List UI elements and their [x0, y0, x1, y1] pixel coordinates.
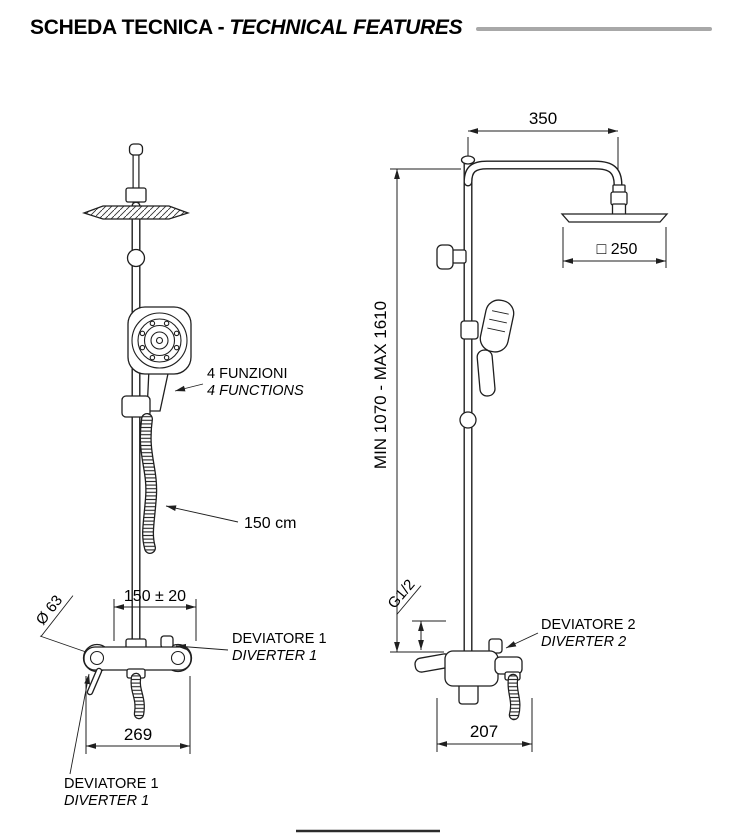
label-diameter-63: Ø 63	[33, 592, 74, 637]
page-title: SCHEDA TECNICA -TECHNICAL FEATURES	[30, 16, 463, 40]
label-thread-g12: G1/2	[385, 576, 422, 616]
mixer-front	[82, 635, 193, 720]
diverter1-right-it: DEVIATORE 1	[232, 631, 327, 647]
label-hose-length: 150 cm	[165, 505, 296, 532]
dim-207: 207	[436, 698, 533, 752]
side-diverter-knob-upper	[436, 244, 467, 270]
functions-label-it: 4 FUNZIONI	[207, 366, 288, 382]
dim-207-label: 207	[470, 722, 498, 741]
dim-150-20-label: 150 ± 20	[124, 588, 186, 605]
diverter2-en: DIVERTER 2	[541, 634, 626, 650]
dim-height-minmax: MIN 1070 - MAX 1610	[371, 168, 461, 653]
label-diverter1-right: DEVIATORE 1 DIVERTER 1	[175, 631, 327, 664]
label-4-functions: 4 FUNZIONI 4 FUNCTIONS	[174, 366, 304, 399]
pole-joint-side	[459, 411, 477, 429]
hose-length-label: 150 cm	[244, 515, 296, 532]
dim-150-20: 150 ± 20	[113, 588, 197, 641]
dim-350: 350	[467, 109, 619, 193]
dim-250-label: □ 250	[597, 241, 638, 258]
overhead-shower-side	[560, 184, 669, 223]
pole-joint-front	[126, 248, 146, 268]
diverter2-it: DEVIATORE 2	[541, 617, 636, 633]
dim-250: □ 250	[562, 227, 667, 268]
header-rule	[476, 27, 712, 31]
pole-top-cap	[460, 155, 476, 165]
diverter1-right-en: DIVERTER 1	[232, 648, 317, 664]
front-view-drawing: 150 ± 20 269 4 FUNZIONI 4 FUNCTIONS 150 …	[33, 143, 327, 809]
dim-inlet-offset	[412, 620, 446, 650]
title-main: SCHEDA TECNICA -	[30, 16, 225, 39]
hand-shower-side	[460, 299, 515, 397]
mixer-lever-front	[86, 667, 103, 696]
dim-269: 269	[85, 676, 191, 754]
shower-arm-side	[463, 160, 623, 212]
diverter1-bottom-it: DEVIATORE 1	[64, 776, 159, 792]
slider-bracket-front	[121, 395, 151, 418]
head-connector-nut-front	[125, 187, 147, 203]
diameter-63-leader	[39, 635, 87, 653]
dim-350-label: 350	[529, 109, 557, 128]
shower-hose-front	[139, 413, 158, 554]
height-minmax-label: MIN 1070 - MAX 1610	[371, 301, 390, 469]
title-accent: TECHNICAL FEATURES	[229, 16, 463, 39]
hand-shower-front	[127, 306, 192, 412]
side-view-drawing: MIN 1070 - MAX 1610 350	[371, 109, 669, 752]
dim-269-label: 269	[124, 725, 152, 744]
label-diverter1-bottom: DEVIATORE 1 DIVERTER 1	[64, 673, 159, 809]
mixer-side	[414, 638, 523, 721]
header: SCHEDA TECNICA -TECHNICAL FEATURES	[30, 16, 712, 40]
diverter1-knob	[160, 635, 174, 649]
functions-label-en: 4 FUNCTIONS	[207, 383, 304, 399]
diverter1-bottom-en: DIVERTER 1	[64, 793, 149, 809]
label-diverter2: DEVIATORE 2 DIVERTER 2	[505, 617, 636, 650]
overhead-shower-front	[81, 205, 191, 220]
